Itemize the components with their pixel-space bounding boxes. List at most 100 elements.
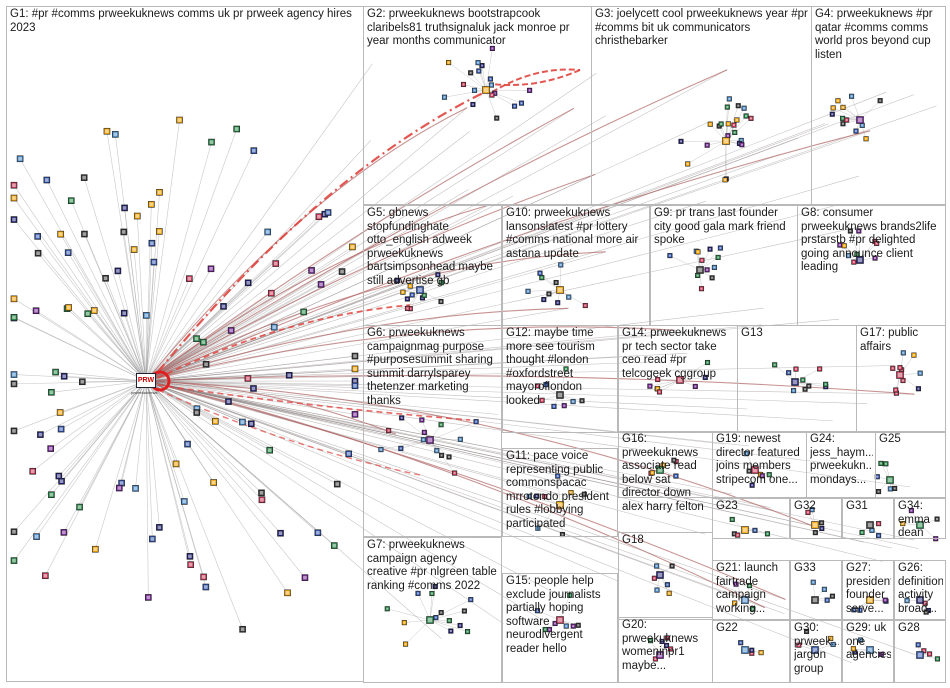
edge bbox=[145, 380, 243, 423]
edge bbox=[145, 115, 606, 382]
group-label-g6: G6: prweekuknews campaignmag purpose #pu… bbox=[367, 327, 493, 407]
graph-node-highlight bbox=[753, 529, 756, 532]
graph-node-highlight bbox=[548, 628, 551, 631]
edge bbox=[145, 380, 864, 543]
graph-node-highlight bbox=[731, 518, 734, 521]
graph-node-highlight bbox=[806, 511, 810, 514]
graph-node-highlight bbox=[350, 245, 355, 249]
graph-node-highlight bbox=[66, 305, 71, 310]
graph-node-highlight bbox=[187, 276, 192, 281]
graph-node-highlight bbox=[657, 572, 663, 578]
graph-node-highlight bbox=[12, 297, 16, 301]
graph-node-highlight bbox=[434, 616, 437, 619]
graph-node-highlight bbox=[912, 354, 915, 357]
graph-node-highlight bbox=[435, 449, 438, 452]
graph-node-highlight bbox=[727, 122, 730, 125]
graph-node-highlight bbox=[655, 564, 658, 568]
edge bbox=[491, 68, 581, 93]
graph-node-highlight bbox=[440, 454, 443, 457]
graph-node-highlight bbox=[269, 291, 274, 295]
edge bbox=[404, 619, 431, 623]
graph-node-highlight bbox=[105, 129, 109, 134]
graph-node-highlight bbox=[708, 248, 712, 251]
group-label-g21: G21: launch fairtrade campaign working..… bbox=[716, 562, 779, 615]
edge bbox=[67, 252, 147, 382]
graph-node-highlight bbox=[745, 452, 748, 455]
graph-node-highlight bbox=[493, 92, 496, 95]
graph-node-highlight bbox=[495, 117, 498, 120]
graph-node-highlight bbox=[847, 254, 850, 257]
graph-node-highlight bbox=[832, 643, 835, 646]
edge bbox=[46, 179, 147, 382]
group-box-g18: G18 bbox=[618, 532, 713, 620]
graph-node-highlight bbox=[535, 495, 538, 498]
group-label-g11: G11: pace voice representing public comm… bbox=[506, 450, 609, 530]
edge bbox=[833, 107, 861, 121]
graph-node-highlight bbox=[157, 229, 162, 234]
edge bbox=[145, 380, 915, 395]
edge bbox=[145, 380, 559, 497]
graph-node-highlight bbox=[152, 260, 156, 264]
edge bbox=[13, 317, 147, 382]
edge bbox=[559, 494, 585, 506]
graph-node-highlight bbox=[723, 138, 729, 144]
graph-node-highlight bbox=[443, 96, 446, 99]
edge bbox=[145, 173, 596, 382]
edge bbox=[145, 308, 569, 382]
graph-node-highlight bbox=[12, 558, 16, 563]
graph-node-highlight bbox=[12, 529, 16, 534]
graph-node-highlight bbox=[820, 521, 823, 524]
graph-node-highlight bbox=[841, 106, 845, 109]
graph-node-highlight bbox=[852, 261, 855, 264]
group-label-g26: G26: definition activity broad... bbox=[898, 562, 943, 615]
edge bbox=[145, 212, 329, 382]
edge bbox=[649, 379, 681, 387]
graph-node-highlight bbox=[859, 639, 862, 642]
edge bbox=[401, 417, 431, 441]
group-box-g26: G26: definition activity broad... bbox=[894, 560, 946, 620]
graph-node-highlight bbox=[936, 518, 939, 521]
edge bbox=[145, 307, 764, 382]
graph-node-highlight bbox=[316, 530, 320, 535]
edge bbox=[145, 119, 180, 382]
graph-node-highlight bbox=[132, 247, 136, 252]
graph-node-highlight bbox=[423, 431, 426, 434]
edge bbox=[145, 128, 237, 382]
graph-node-highlight bbox=[278, 531, 283, 536]
edge bbox=[145, 380, 915, 541]
graph-node-highlight bbox=[144, 313, 149, 318]
edge bbox=[145, 380, 916, 656]
graph-node-highlight bbox=[520, 102, 523, 105]
graph-node-highlight bbox=[735, 118, 738, 122]
graph-node-highlight bbox=[820, 527, 823, 530]
graph-node-highlight bbox=[569, 491, 573, 494]
graph-node-highlight bbox=[59, 479, 64, 484]
group-label-g8: G8: consumer prweekuknews brands2life pr… bbox=[801, 207, 937, 273]
graph-node-highlight bbox=[58, 232, 63, 236]
graph-node-highlight bbox=[674, 474, 677, 478]
edge bbox=[477, 62, 487, 91]
group-box-g7: G7: prweekuknews campaign agency creativ… bbox=[363, 537, 502, 683]
graph-node-highlight bbox=[119, 481, 124, 485]
edge bbox=[145, 380, 620, 582]
group-label-g10: G10: prweekuknews lansonslatest #pr lott… bbox=[506, 207, 639, 260]
graph-node-highlight bbox=[660, 640, 664, 643]
graph-node-highlight bbox=[234, 127, 239, 131]
edge bbox=[36, 380, 147, 537]
graph-node-highlight bbox=[794, 368, 798, 371]
graph-node-highlight bbox=[66, 250, 70, 255]
graph-node-highlight bbox=[353, 383, 357, 388]
graph-node-highlight bbox=[436, 273, 439, 276]
graph-node-highlight bbox=[564, 367, 568, 371]
graph-node-highlight bbox=[303, 575, 307, 580]
graph-node-highlight bbox=[58, 410, 62, 415]
graph-node-highlight bbox=[568, 594, 571, 597]
graph-node-highlight bbox=[422, 438, 425, 441]
edge bbox=[485, 48, 493, 91]
edge bbox=[145, 251, 606, 382]
graph-node-highlight bbox=[792, 389, 795, 392]
hub-node[interactable]: PRW bbox=[136, 373, 156, 388]
graph-node-highlight bbox=[406, 307, 409, 310]
graph-node-highlight bbox=[665, 644, 668, 647]
graph-node-highlight bbox=[434, 585, 437, 588]
